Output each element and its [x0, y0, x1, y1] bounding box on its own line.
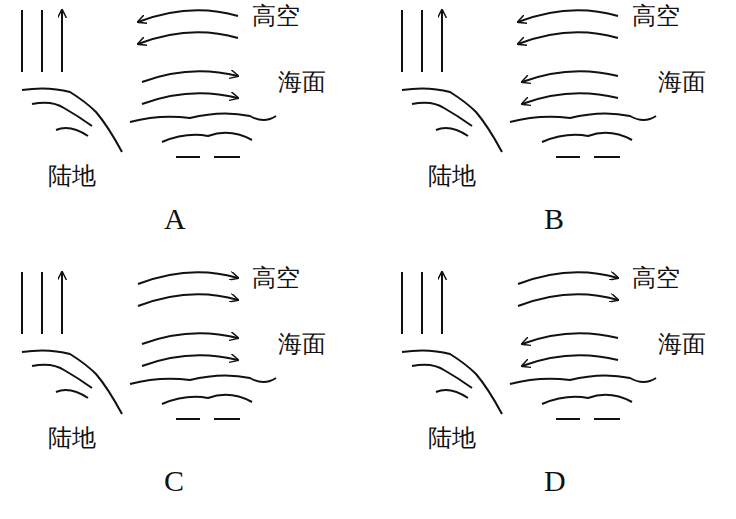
land-label: 陆地: [48, 426, 96, 450]
land-label: 陆地: [48, 164, 96, 188]
panel-a: [22, 10, 276, 157]
option-letter: C: [164, 466, 184, 496]
option-letter: A: [164, 204, 186, 234]
altitude-label: 高空: [632, 4, 680, 28]
land-label: 陆地: [428, 426, 476, 450]
altitude-label: 高空: [632, 266, 680, 290]
altitude-label: 高空: [252, 266, 300, 290]
altitude-label: 高空: [252, 4, 300, 28]
sea-label: 海面: [278, 70, 326, 94]
sea-label: 海面: [658, 70, 706, 94]
panel-c: [22, 272, 276, 419]
option-letter: B: [544, 204, 564, 234]
land-label: 陆地: [428, 164, 476, 188]
sea-label: 海面: [658, 332, 706, 356]
option-letter: D: [544, 466, 566, 496]
sea-label: 海面: [278, 332, 326, 356]
panel-d: [402, 272, 656, 419]
panel-b: [402, 10, 656, 157]
